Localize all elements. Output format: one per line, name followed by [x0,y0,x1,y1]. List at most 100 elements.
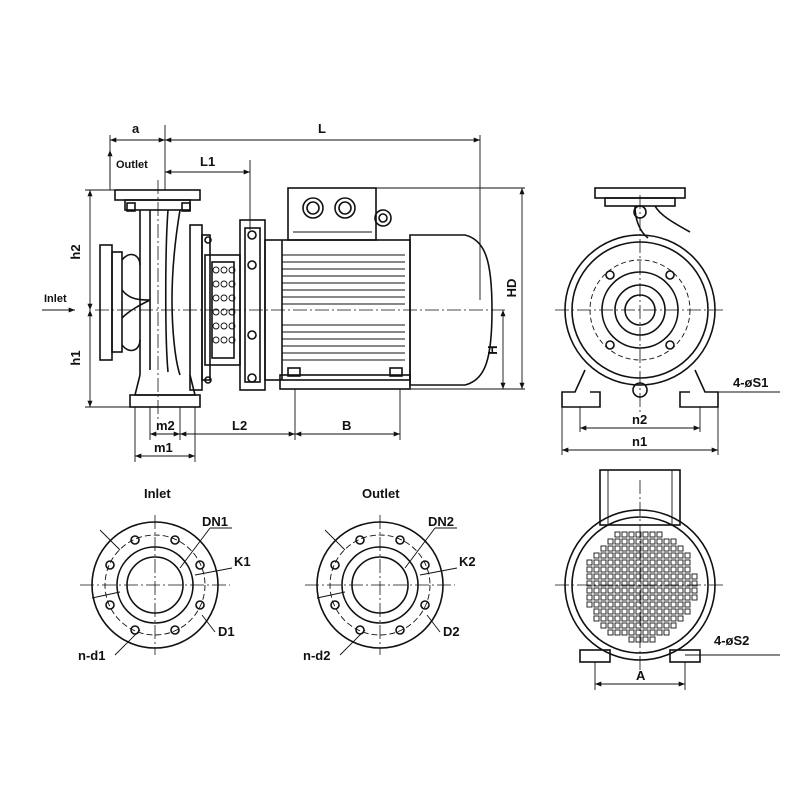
grille-slot [621,559,628,566]
grille-slot [600,559,607,566]
grille-slot [649,559,656,566]
grille-slot [670,622,677,629]
grille-slot [635,573,642,580]
grille-slot [607,587,614,594]
grille-slot [663,552,670,559]
grille-slot [642,566,649,573]
grille-slot [656,552,663,559]
grille-slot [670,587,677,594]
grille-slot [614,545,621,552]
dim-l1-label: L1 [200,154,215,169]
grille-slot [586,580,593,587]
grille-slot [642,629,649,636]
grille-slot [586,559,593,566]
inlet-dn1-label: DN1 [202,514,228,529]
grille-slot [677,552,684,559]
inlet-k1-label: K1 [234,554,251,569]
grille-slot [642,545,649,552]
grille-slot [642,608,649,615]
grille-slot [691,580,698,587]
grille-slot [663,629,670,636]
grille-slot [614,566,621,573]
grille-slot [614,622,621,629]
grille-slot [586,594,593,601]
grille-slot [649,580,656,587]
grille-slot [635,559,642,566]
grille-slot [649,538,656,545]
grille-slot [684,573,691,580]
grille-slot [600,573,607,580]
grille-slot [621,594,628,601]
grille-slot [684,552,691,559]
dim-s1-label: 4-øS1 [733,375,768,390]
grille-slot [684,594,691,601]
grille-slot [642,615,649,622]
grille-slot [649,545,656,552]
grille-slot [635,538,642,545]
grille-slot [635,531,642,538]
side-view: a L Outlet L1 [42,121,525,462]
grille-slot [593,559,600,566]
outlet-dn2-label: DN2 [428,514,454,529]
grille-slot [628,636,635,643]
grille-slot [628,531,635,538]
grille-slot [677,608,684,615]
grille-slot [656,615,663,622]
grille-slot [607,552,614,559]
dim-h2-label: h2 [68,244,83,259]
grille-slot [607,608,614,615]
outlet-nd2-label: n-d2 [303,648,330,663]
grille-slot [586,587,593,594]
grille-slot [684,608,691,615]
grille-slot [677,559,684,566]
grille-slot [670,573,677,580]
grille-slot [656,587,663,594]
grille-slot [677,587,684,594]
grille-slot [691,573,698,580]
grille-slot [621,566,628,573]
grille-slot [607,573,614,580]
grille-slot [642,552,649,559]
outlet-flange-view: Outlet DN2 K2 D2 n-d2 [303,486,476,663]
grille-slot [628,587,635,594]
grille-slot [642,601,649,608]
grille-slot [656,566,663,573]
grille-slot [635,587,642,594]
grille-slot [635,601,642,608]
dim-b-label: B [342,418,351,433]
grille-slot [677,573,684,580]
grille-slot [656,545,663,552]
grille-slot [684,601,691,608]
grille-slot [649,636,656,643]
grille-slot [614,594,621,601]
outlet-k2-label: K2 [459,554,476,569]
grille-slot [642,622,649,629]
grille-slot [635,566,642,573]
grille-slot [621,608,628,615]
grille-slot [677,601,684,608]
grille-slot [635,552,642,559]
inlet-d1-label: D1 [218,624,235,639]
grille-slot [628,615,635,622]
grille-slot [663,580,670,587]
grille-slot [642,538,649,545]
dim-m2-label: m2 [156,418,175,433]
grille-slot [614,552,621,559]
grille-slot [600,608,607,615]
grille-slot [607,545,614,552]
grille-slot [656,531,663,538]
grille-slot [607,601,614,608]
front-view: n2 n1 4-øS1 [555,187,780,455]
grille-slot [649,601,656,608]
grille-slot [614,587,621,594]
grille-slot [635,636,642,643]
grille-slot [614,608,621,615]
grille-slot [600,594,607,601]
grille-slot [649,587,656,594]
grille-slot [642,636,649,643]
grille-slot [670,559,677,566]
grille-slot [663,566,670,573]
grille-slot [635,545,642,552]
grille-slot [607,559,614,566]
dim-hd-label: HD [504,279,519,298]
